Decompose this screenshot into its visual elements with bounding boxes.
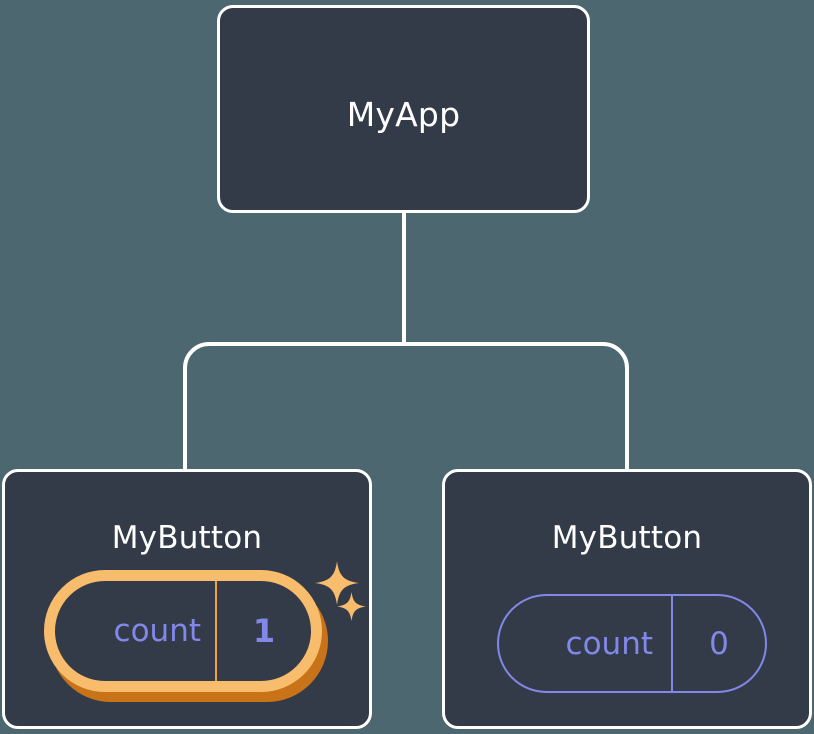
state-pill-left-divider [215, 581, 217, 681]
state-pill-right[interactable]: count 0 [497, 594, 767, 693]
node-mybutton-left-label: MyButton [111, 520, 263, 556]
connector-branch-left [183, 342, 404, 470]
state-pill-left-key: count [113, 613, 201, 649]
node-mybutton-right[interactable]: MyButton count 0 [442, 469, 812, 729]
node-myapp[interactable]: MyApp [217, 5, 590, 213]
sparkle-icon [315, 561, 359, 605]
state-pill-right-value: 0 [709, 625, 729, 662]
node-myapp-label: MyApp [346, 95, 461, 134]
state-pill-left-wrapper: count 1 [44, 570, 334, 705]
state-pill-right-key: count [565, 625, 653, 662]
state-pill-right-divider [671, 596, 673, 691]
connector-branch-right [404, 342, 629, 470]
node-mybutton-right-label: MyButton [551, 520, 703, 556]
state-pill-left[interactable]: count 1 [44, 570, 322, 692]
sparkle-icon [337, 592, 366, 621]
state-pill-left-value: 1 [252, 612, 276, 650]
